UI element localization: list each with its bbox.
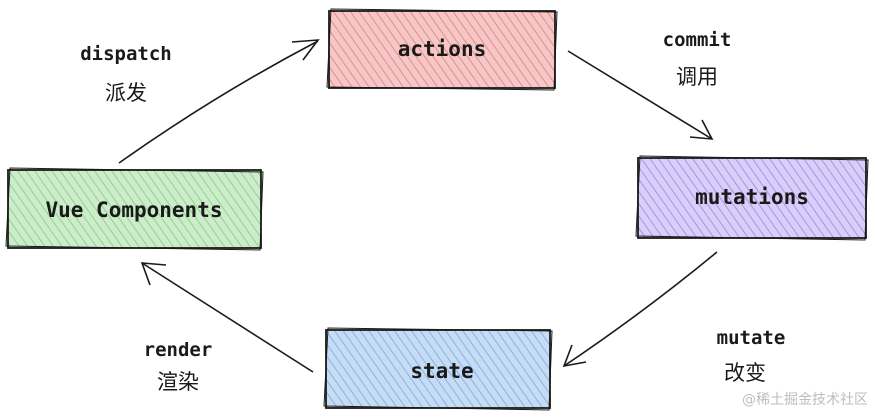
edge-mutate-line [563,251,718,367]
edge-mutate: mutate 改变 [562,251,786,385]
node-state-label: state [410,359,473,383]
edge-render-label: render [144,339,213,361]
node-actions: actions [326,8,558,91]
edge-render-label-cn: 渲染 [157,370,199,394]
node-state: state [323,327,553,411]
node-mutations-box [637,157,867,239]
node-actions-label: actions [398,37,487,61]
watermark-text: @稀土掘金技术社区 [742,392,868,408]
edge-dispatch: dispatch 派发 [80,39,320,164]
edge-mutate-label: mutate [717,327,786,349]
edge-render-line [141,262,314,373]
edge-render-arrowhead [140,262,167,286]
node-vue-components: Vue Components [5,167,264,251]
edge-mutate-arrowhead [562,344,587,368]
node-mutations: mutations [635,155,869,241]
node-vue-components-label: Vue Components [45,198,222,222]
edge-dispatch-arrowhead [291,39,320,61]
edge-dispatch-line [118,40,319,164]
edge-commit: commit 调用 [567,29,732,140]
edge-commit-arrowhead [689,119,714,140]
node-actions-sketch-outline [326,8,558,91]
edge-render: render 渲染 [140,262,314,394]
node-mutations-sketch-outline [635,155,869,241]
node-mutations-label: mutations [695,185,809,209]
node-actions-box [328,10,556,89]
edge-dispatch-label-cn: 派发 [105,81,147,105]
edge-commit-line [567,50,713,140]
edge-commit-label: commit [663,29,732,51]
node-vue-components-sketch-outline [5,167,264,251]
node-state-sketch-outline [323,327,553,411]
edge-dispatch-label: dispatch [80,43,172,65]
edge-mutate-label-cn: 改变 [724,361,766,385]
edge-commit-label-cn: 调用 [676,65,718,89]
